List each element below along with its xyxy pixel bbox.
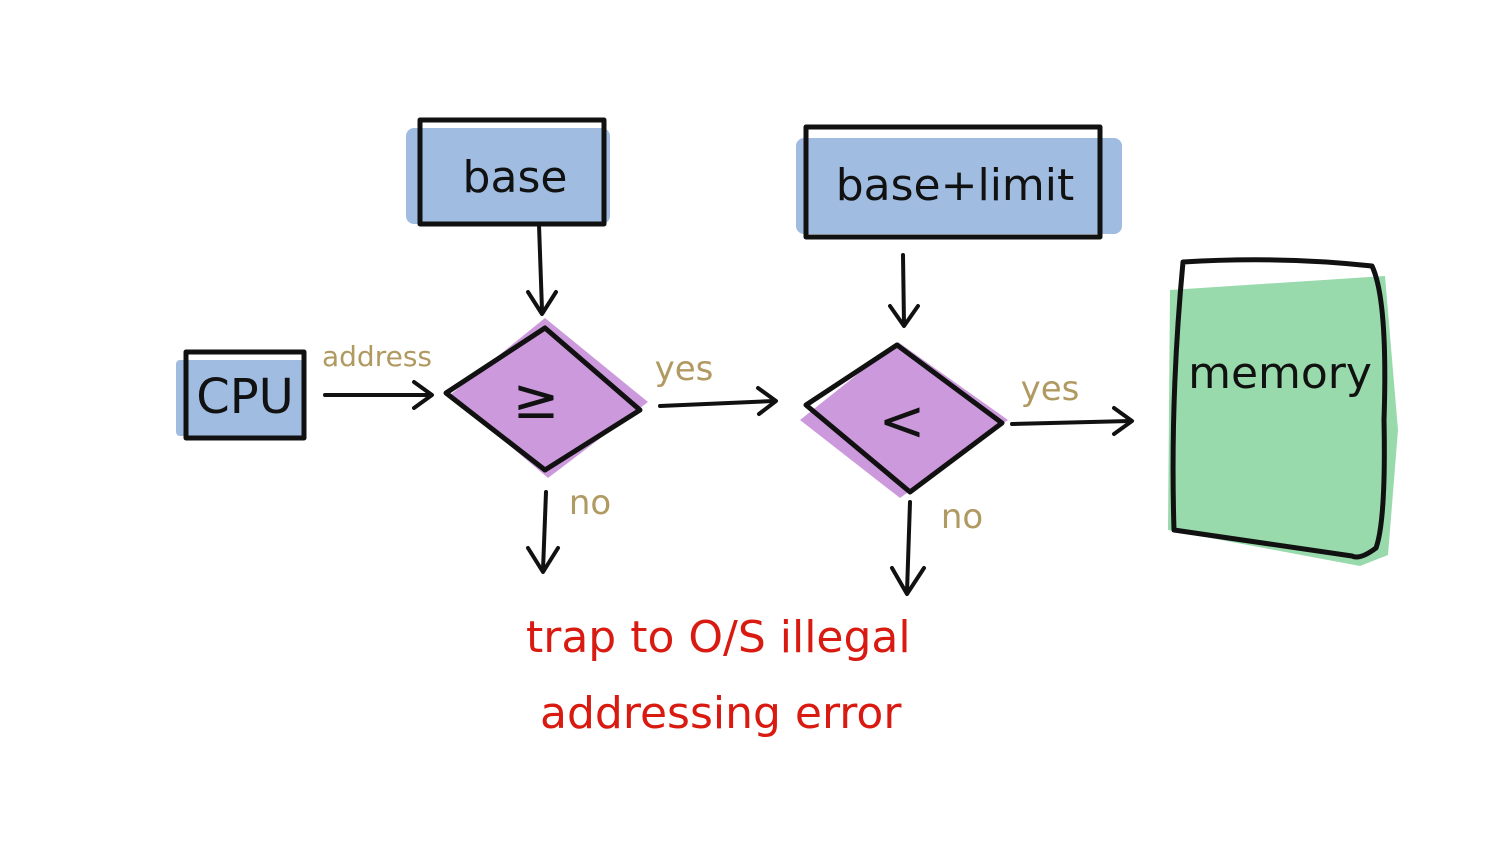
memory-label: memory xyxy=(1188,348,1372,399)
arrow-ge-to-lt xyxy=(658,386,778,416)
compare-lt-fill xyxy=(800,342,1008,498)
memory-node: memory xyxy=(1168,257,1398,566)
arrow-lt-to-memory xyxy=(1010,406,1134,436)
edge-label-no-first: no xyxy=(569,483,611,523)
edge-label-yes-first: yes xyxy=(655,349,714,389)
compare-ge-node: ≥ xyxy=(443,318,648,478)
cpu-outline xyxy=(183,349,307,441)
edge-label-no-second: no xyxy=(941,497,983,537)
base-register-node: base xyxy=(406,117,610,227)
compare-lt-outline xyxy=(803,342,1005,495)
compare-lt-node: < xyxy=(800,342,1008,498)
cpu-label: CPU xyxy=(196,369,294,425)
compare-lt-label: < xyxy=(879,389,926,454)
compare-ge-label: ≥ xyxy=(513,367,560,432)
memory-fill xyxy=(1168,276,1398,566)
base-register-outline xyxy=(417,117,607,227)
memory-outline xyxy=(1170,257,1388,560)
arrow-base-to-ge xyxy=(526,223,558,316)
base-limit-register-node: base+limit xyxy=(796,124,1122,240)
error-line-1: trap to O/S illegal xyxy=(526,612,911,663)
arrow-ge-no xyxy=(526,490,560,574)
arrow-cpu-to-ge xyxy=(323,380,434,410)
base-register-fill xyxy=(406,128,610,224)
error-line-2: addressing error xyxy=(540,688,902,739)
arrow-lt-no xyxy=(890,500,926,596)
base-limit-register-fill xyxy=(796,138,1122,234)
base-limit-register-outline xyxy=(803,124,1103,240)
compare-ge-outline xyxy=(443,325,643,473)
cpu-fill xyxy=(176,360,304,436)
arrow-limit-to-lt xyxy=(888,253,920,328)
base-register-label: base xyxy=(463,152,568,203)
edge-label-yes-second: yes xyxy=(1021,369,1080,409)
cpu-node: CPU xyxy=(176,349,307,441)
edge-label-address: address xyxy=(322,340,432,373)
base-limit-register-label: base+limit xyxy=(836,160,1075,211)
